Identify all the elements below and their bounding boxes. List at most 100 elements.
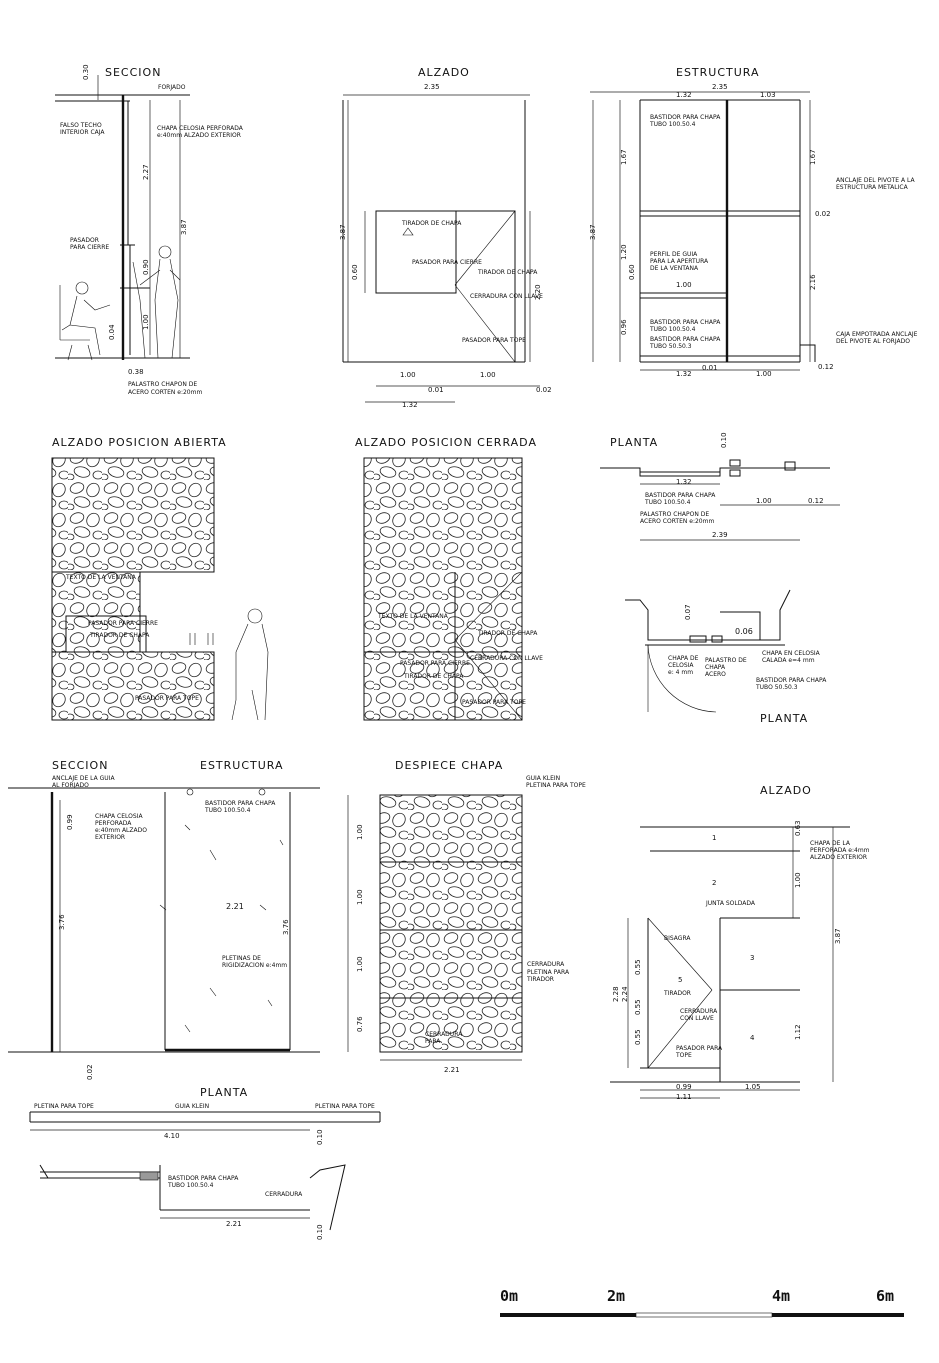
e2-dim-221: 2.21 (226, 902, 244, 911)
graphic-scale: 0m 2m 4m 6m (500, 1287, 904, 1318)
a2-note-pasador: PASADOR PARA (676, 1045, 723, 1052)
planta-1-drawing: PLANTA 0.10 1.32 1.00 0.12 2.39 BASTIDOR… (600, 432, 840, 541)
ce-note-tirador: TIRADOR DE CHAPA (477, 630, 538, 637)
a2-dim-063: 0.63 (794, 820, 802, 836)
a1-note-tirador: TIRADOR DE CHAPA (401, 220, 462, 227)
p1-dim-239: 2.39 (712, 531, 728, 539)
a1-note-cerradura: CERRADURA CON LLAVE (470, 293, 543, 300)
title-estructura-2: ESTRUCTURA (200, 759, 284, 772)
a2-panel-2: 2 (712, 879, 716, 887)
a2-dim-055a: 0.55 (634, 959, 642, 975)
a2-panel-5: 5 (678, 976, 682, 984)
scale-label-0m: 0m (500, 1287, 518, 1305)
e1-dim-001: 0.01 (702, 364, 718, 372)
s1-note-pasador: PASADOR (70, 237, 99, 244)
e1-dim-216: 2.16 (809, 274, 817, 290)
ab-note-texto: TEXTO DE LA VENTANA (65, 574, 137, 581)
p2-note-bastidor-2: TUBO 50.50.3 (755, 684, 798, 691)
title-alzado-2: ALZADO (760, 784, 812, 797)
e1-dim-100: 1.00 (676, 281, 692, 289)
p3-note-bastidor-2: TUBO 100.50.4 (167, 1182, 214, 1189)
p3-note-bastidor: BASTIDOR PARA CHAPA (168, 1175, 239, 1182)
a2-dim-387: 3.87 (834, 928, 842, 944)
ab-note-tirador: TIRADOR DE CHAPA (89, 632, 150, 639)
s1-dim-004: 0.04 (108, 324, 116, 340)
p2-note-chapon: PALASTRO DE (705, 657, 747, 664)
a2-dim-099: 0.99 (676, 1083, 692, 1091)
a2-dim-224: 2.24 (621, 986, 629, 1002)
e1-dim-100b: 1.00 (756, 370, 772, 378)
a2-note-cerradura-2: CON LLAVE (680, 1015, 714, 1022)
p2-note-bastidor: BASTIDOR PARA CHAPA (756, 677, 827, 684)
p2-note-chapa-n-3: e: 4 mm (668, 669, 693, 676)
ce-note-cerradura: CERRADURA CON LLAVE (470, 655, 543, 662)
p1-dim-012: 0.12 (808, 497, 824, 505)
estructura-2-drawing: ESTRUCTURA 2.21 3.76 BASTIDOR PARA CHAPA… (159, 759, 291, 1052)
scale-label-2m: 2m (607, 1287, 625, 1305)
title-despiece: DESPIECE CHAPA (395, 759, 503, 772)
s1-note-interior-caja: INTERIOR CAJA (60, 129, 105, 136)
e1-dim-132: 1.32 (676, 91, 692, 99)
s1-note-palastro: PALASTRO CHAPON DE (128, 381, 197, 388)
title-planta-1: PLANTA (610, 436, 658, 449)
a2-dim-105: 1.05 (745, 1083, 761, 1091)
p1-dim-132: 1.32 (676, 478, 692, 486)
e1-dim-167b: 1.67 (809, 149, 817, 165)
e1-note-bastidor-top-2: TUBO 100.50.4 (649, 121, 696, 128)
s1-note-falso-techo: FALSO TECHO (60, 122, 102, 129)
p1-note-bastidor-2: TUBO 100.50.4 (644, 499, 691, 506)
s1-note-para-cierre: PARA CIERRE (70, 244, 109, 251)
s2-note-anclaje: ANCLAJE DE LA GUIA (52, 775, 115, 782)
a1-dim-100b: 1.00 (480, 371, 496, 379)
dc-dim-100a: 1.00 (356, 824, 364, 840)
a2-dim-112: 1.12 (794, 1024, 802, 1040)
e2-note-pletinas: PLETINAS DE (222, 955, 261, 962)
title-seccion-2: SECCION (52, 759, 108, 772)
alzado-cerrada-drawing: ALZADO POSICION CERRADA TEXTO DE LA VENT… (355, 436, 543, 721)
e1-note-caja-2: DEL PIVOTE AL FORJADO (836, 338, 910, 345)
a2-panel-4: 4 (750, 1034, 755, 1042)
e1-note-anclaje-2: ESTRUCTURA METALICA (836, 184, 909, 191)
dc-note-para: PARA (425, 1038, 441, 1045)
e1-dim-103: 1.03 (760, 91, 776, 99)
p3-dim-221: 2.21 (226, 1220, 242, 1228)
e1-note-caja: CAJA EMPOTRADA ANCLAJE (836, 331, 918, 338)
scale-bar-segment-3 (772, 1313, 904, 1317)
ce-note-texto: TEXTO DE LA VENTANA (377, 613, 449, 620)
s1-dim-227: 2.27 (142, 164, 150, 180)
e1-note-bastidor-bot-2: TUBO 100.50.4 (649, 326, 696, 333)
e1-dim-120: 1.20 (620, 244, 628, 260)
dc-dim-100c: 1.00 (356, 956, 364, 972)
e1-dim-167a: 1.67 (620, 149, 628, 165)
s2-note-chapa-4: EXTERIOR (95, 834, 125, 841)
ce-note-pasador: PASADOR PARA CIERRE (400, 660, 470, 667)
dc-note-pletina-tirador-2: TIRADOR (526, 976, 554, 983)
a2-note-pasador-2: TOPE (675, 1052, 692, 1059)
e1-note-bastidor-bot: BASTIDOR PARA CHAPA (650, 319, 721, 326)
p2-note-chapon-3: ACERO (705, 671, 726, 678)
e1-note-perfil: PERFIL DE GUIA (650, 251, 698, 258)
s1-note-chapa-2: e:40mm ALZADO EXTERIOR (157, 132, 241, 139)
s2-dim-376: 3.76 (58, 914, 66, 930)
a1-dim-100a: 1.00 (400, 371, 416, 379)
s1-dim-038: 0.38 (128, 368, 144, 376)
a2-note-bisagra: BISAGRA (664, 935, 691, 942)
a1-dim-001: 0.01 (428, 386, 444, 394)
a1-dim-060: 0.60 (351, 264, 359, 280)
e1-note-perfil-2: PARA LA APERTURA (650, 258, 709, 265)
a1-dim-002: 0.02 (536, 386, 552, 394)
ab-note-tope: PASADOR PARA TOPE (135, 695, 199, 702)
e1-dim-235: 2.35 (712, 83, 728, 91)
e2-dim-376: 3.76 (282, 919, 290, 935)
e1-note-bastidor-bot-4: TUBO 50.50.3 (649, 343, 692, 350)
a1-dim-220: 2.20 (534, 284, 542, 300)
scale-label-6m: 6m (876, 1287, 894, 1305)
a1-note-pasador-tope: PASADOR PARA TOPE (462, 337, 526, 344)
s2-note-chapa-3: e:40mm ALZADO (95, 827, 147, 834)
s2-note-anclaje-2: AL FORJADO (52, 782, 89, 789)
s1-note-palastro-2: ACERO CORTEN e:20mm (128, 389, 202, 396)
a1-dim-235: 2.35 (424, 83, 440, 91)
title-alzado-1: ALZADO (418, 66, 470, 79)
p3-dim-410: 4.10 (164, 1132, 180, 1140)
